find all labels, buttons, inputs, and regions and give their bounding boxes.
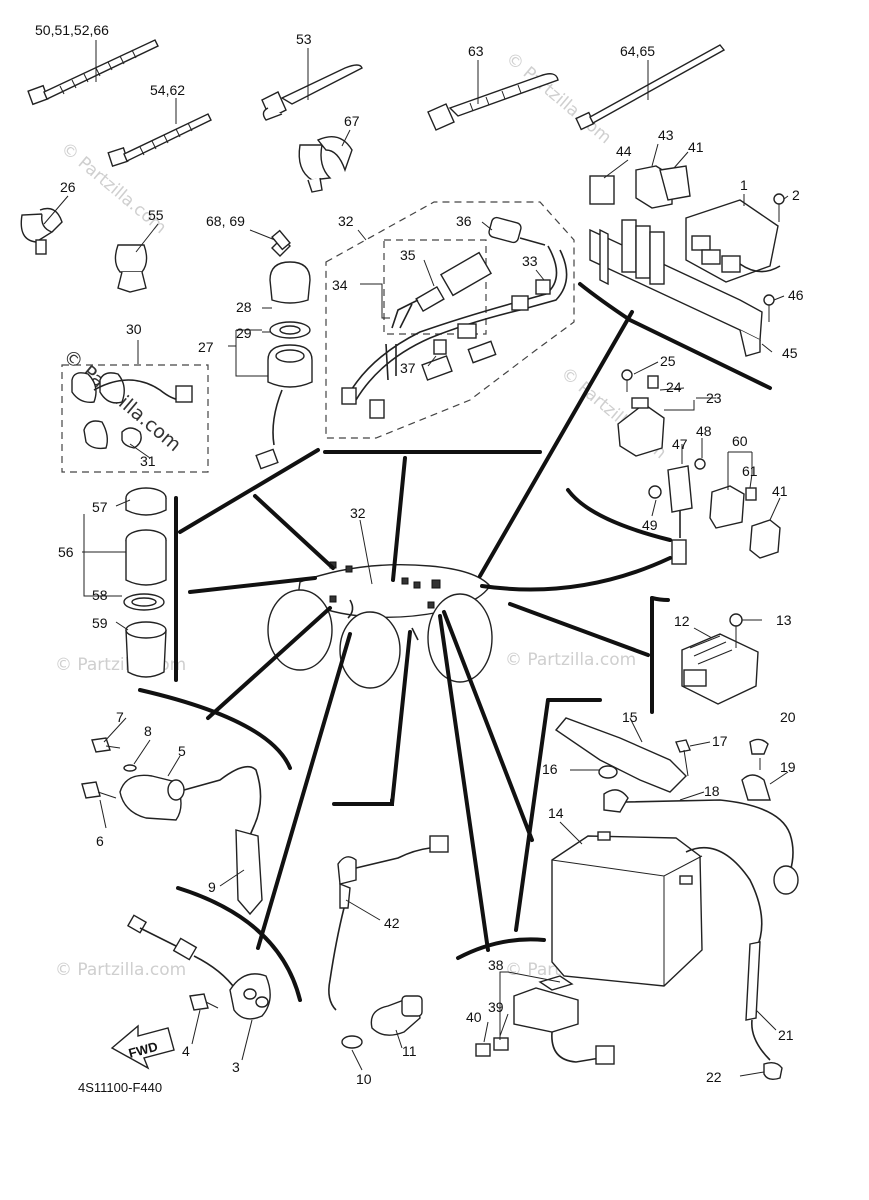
callout: 3 bbox=[232, 1059, 240, 1075]
callout: 5 bbox=[178, 743, 186, 759]
fwd-arrow: FWD bbox=[110, 1024, 175, 1070]
starter-relay-assembly[interactable] bbox=[617, 369, 665, 457]
callout: 58 bbox=[92, 587, 108, 603]
callout: 20 bbox=[780, 709, 796, 725]
callout: 44 bbox=[616, 143, 632, 159]
accessory-socket-assembly[interactable] bbox=[123, 487, 167, 678]
relay-41-lower[interactable] bbox=[749, 519, 781, 559]
fwd-label: FWD bbox=[127, 1039, 159, 1061]
callout: 68, 69 bbox=[206, 213, 245, 229]
watermark: © Partzilla.com bbox=[55, 655, 186, 675]
callout: 26 bbox=[60, 179, 76, 195]
callout: 23 bbox=[706, 390, 722, 406]
callout: 46 bbox=[788, 287, 804, 303]
callout: 45 bbox=[782, 345, 798, 361]
ignition-coil-assembly[interactable] bbox=[81, 737, 263, 916]
callout: 30 bbox=[126, 321, 142, 337]
fuse-box-60[interactable] bbox=[709, 485, 757, 529]
callout: 27 bbox=[198, 339, 214, 355]
callout: 32 bbox=[338, 213, 354, 229]
main-switch-assembly[interactable] bbox=[255, 229, 313, 470]
clip-55[interactable] bbox=[114, 244, 148, 293]
sensor-47-assembly[interactable] bbox=[648, 458, 706, 565]
cable-tie-50[interactable] bbox=[27, 39, 159, 106]
callout: 25 bbox=[660, 353, 676, 369]
callout: 40 bbox=[466, 1009, 482, 1025]
clamp-26[interactable] bbox=[20, 207, 63, 255]
callout: 56 bbox=[58, 544, 74, 560]
speed-sensor-assembly[interactable] bbox=[126, 914, 271, 1020]
battery-assembly[interactable] bbox=[551, 717, 799, 1081]
callout: 24 bbox=[666, 379, 682, 395]
cable-tie-63[interactable] bbox=[427, 73, 559, 131]
callout: 19 bbox=[780, 759, 796, 775]
cable-tie-64[interactable] bbox=[575, 44, 726, 131]
callout: 37 bbox=[400, 360, 416, 376]
callout: 16 bbox=[542, 761, 558, 777]
oil-level-sensor-assembly[interactable] bbox=[328, 835, 449, 1049]
callout: 21 bbox=[778, 1027, 794, 1043]
callout: 41 bbox=[772, 483, 788, 499]
callout: 48 bbox=[696, 423, 712, 439]
callout: 29 bbox=[236, 325, 252, 341]
callout: 2 bbox=[792, 187, 800, 203]
callout: 7 bbox=[116, 709, 124, 725]
callout: 59 bbox=[92, 615, 108, 631]
callout: 36 bbox=[456, 213, 472, 229]
callout: 50,51,52,66 bbox=[35, 22, 109, 38]
callout: 1 bbox=[740, 177, 748, 193]
connector-lines bbox=[138, 282, 772, 1002]
watermark: © Partzilla.com bbox=[505, 650, 636, 670]
callout: 35 bbox=[400, 247, 416, 263]
callout: 34 bbox=[332, 277, 348, 293]
callout: 61 bbox=[742, 463, 758, 479]
watermark: © Partzilla.com bbox=[502, 49, 615, 149]
callout: 10 bbox=[356, 1071, 372, 1087]
fuse-holder-assembly[interactable] bbox=[475, 975, 615, 1065]
callout: 67 bbox=[344, 113, 360, 129]
callout: 22 bbox=[706, 1069, 722, 1085]
horn-assembly-box[interactable] bbox=[61, 364, 209, 473]
clamp-67[interactable] bbox=[298, 136, 353, 193]
cdi-bracket-assembly[interactable] bbox=[589, 165, 785, 357]
callout: 15 bbox=[622, 709, 638, 725]
callout: 31 bbox=[140, 453, 156, 469]
callout: 32 bbox=[350, 505, 366, 521]
callout: 33 bbox=[522, 253, 538, 269]
callout: 63 bbox=[468, 43, 484, 59]
callout: 43 bbox=[658, 127, 674, 143]
callout: 41 bbox=[688, 139, 704, 155]
diagram-code: 4S11100-F440 bbox=[78, 1080, 162, 1095]
callout: 4 bbox=[182, 1043, 190, 1059]
callout: 55 bbox=[148, 207, 164, 223]
watermark: © Partzilla.com bbox=[55, 960, 186, 980]
callout: 14 bbox=[548, 805, 564, 821]
cable-tie-53[interactable] bbox=[261, 64, 363, 121]
cable-tie-54[interactable] bbox=[107, 113, 212, 168]
wire-harness-assembly[interactable] bbox=[325, 201, 575, 439]
callout: 9 bbox=[208, 879, 216, 895]
callout: 13 bbox=[776, 612, 792, 628]
callout: 17 bbox=[712, 733, 728, 749]
callout: 42 bbox=[384, 915, 400, 931]
callout: 6 bbox=[96, 833, 104, 849]
callout: 54,62 bbox=[150, 82, 185, 98]
callout: 12 bbox=[674, 613, 690, 629]
callout-labels: 50,51,52,66 54,62 53 63 64,65 67 26 55 6… bbox=[35, 22, 804, 1087]
callout: 18 bbox=[704, 783, 720, 799]
callout: 49 bbox=[642, 517, 658, 533]
callout: 28 bbox=[236, 299, 252, 315]
rectifier-regulator[interactable] bbox=[652, 596, 772, 716]
callout: 38 bbox=[488, 957, 504, 973]
callout: 64,65 bbox=[620, 43, 655, 59]
leader-lines bbox=[43, 40, 789, 1077]
callout: 60 bbox=[732, 433, 748, 449]
callout: 57 bbox=[92, 499, 108, 515]
callout: 53 bbox=[296, 31, 312, 47]
callout: 39 bbox=[488, 999, 504, 1015]
callout: 8 bbox=[144, 723, 152, 739]
callout: 47 bbox=[672, 436, 688, 452]
callout: 11 bbox=[402, 1043, 417, 1059]
